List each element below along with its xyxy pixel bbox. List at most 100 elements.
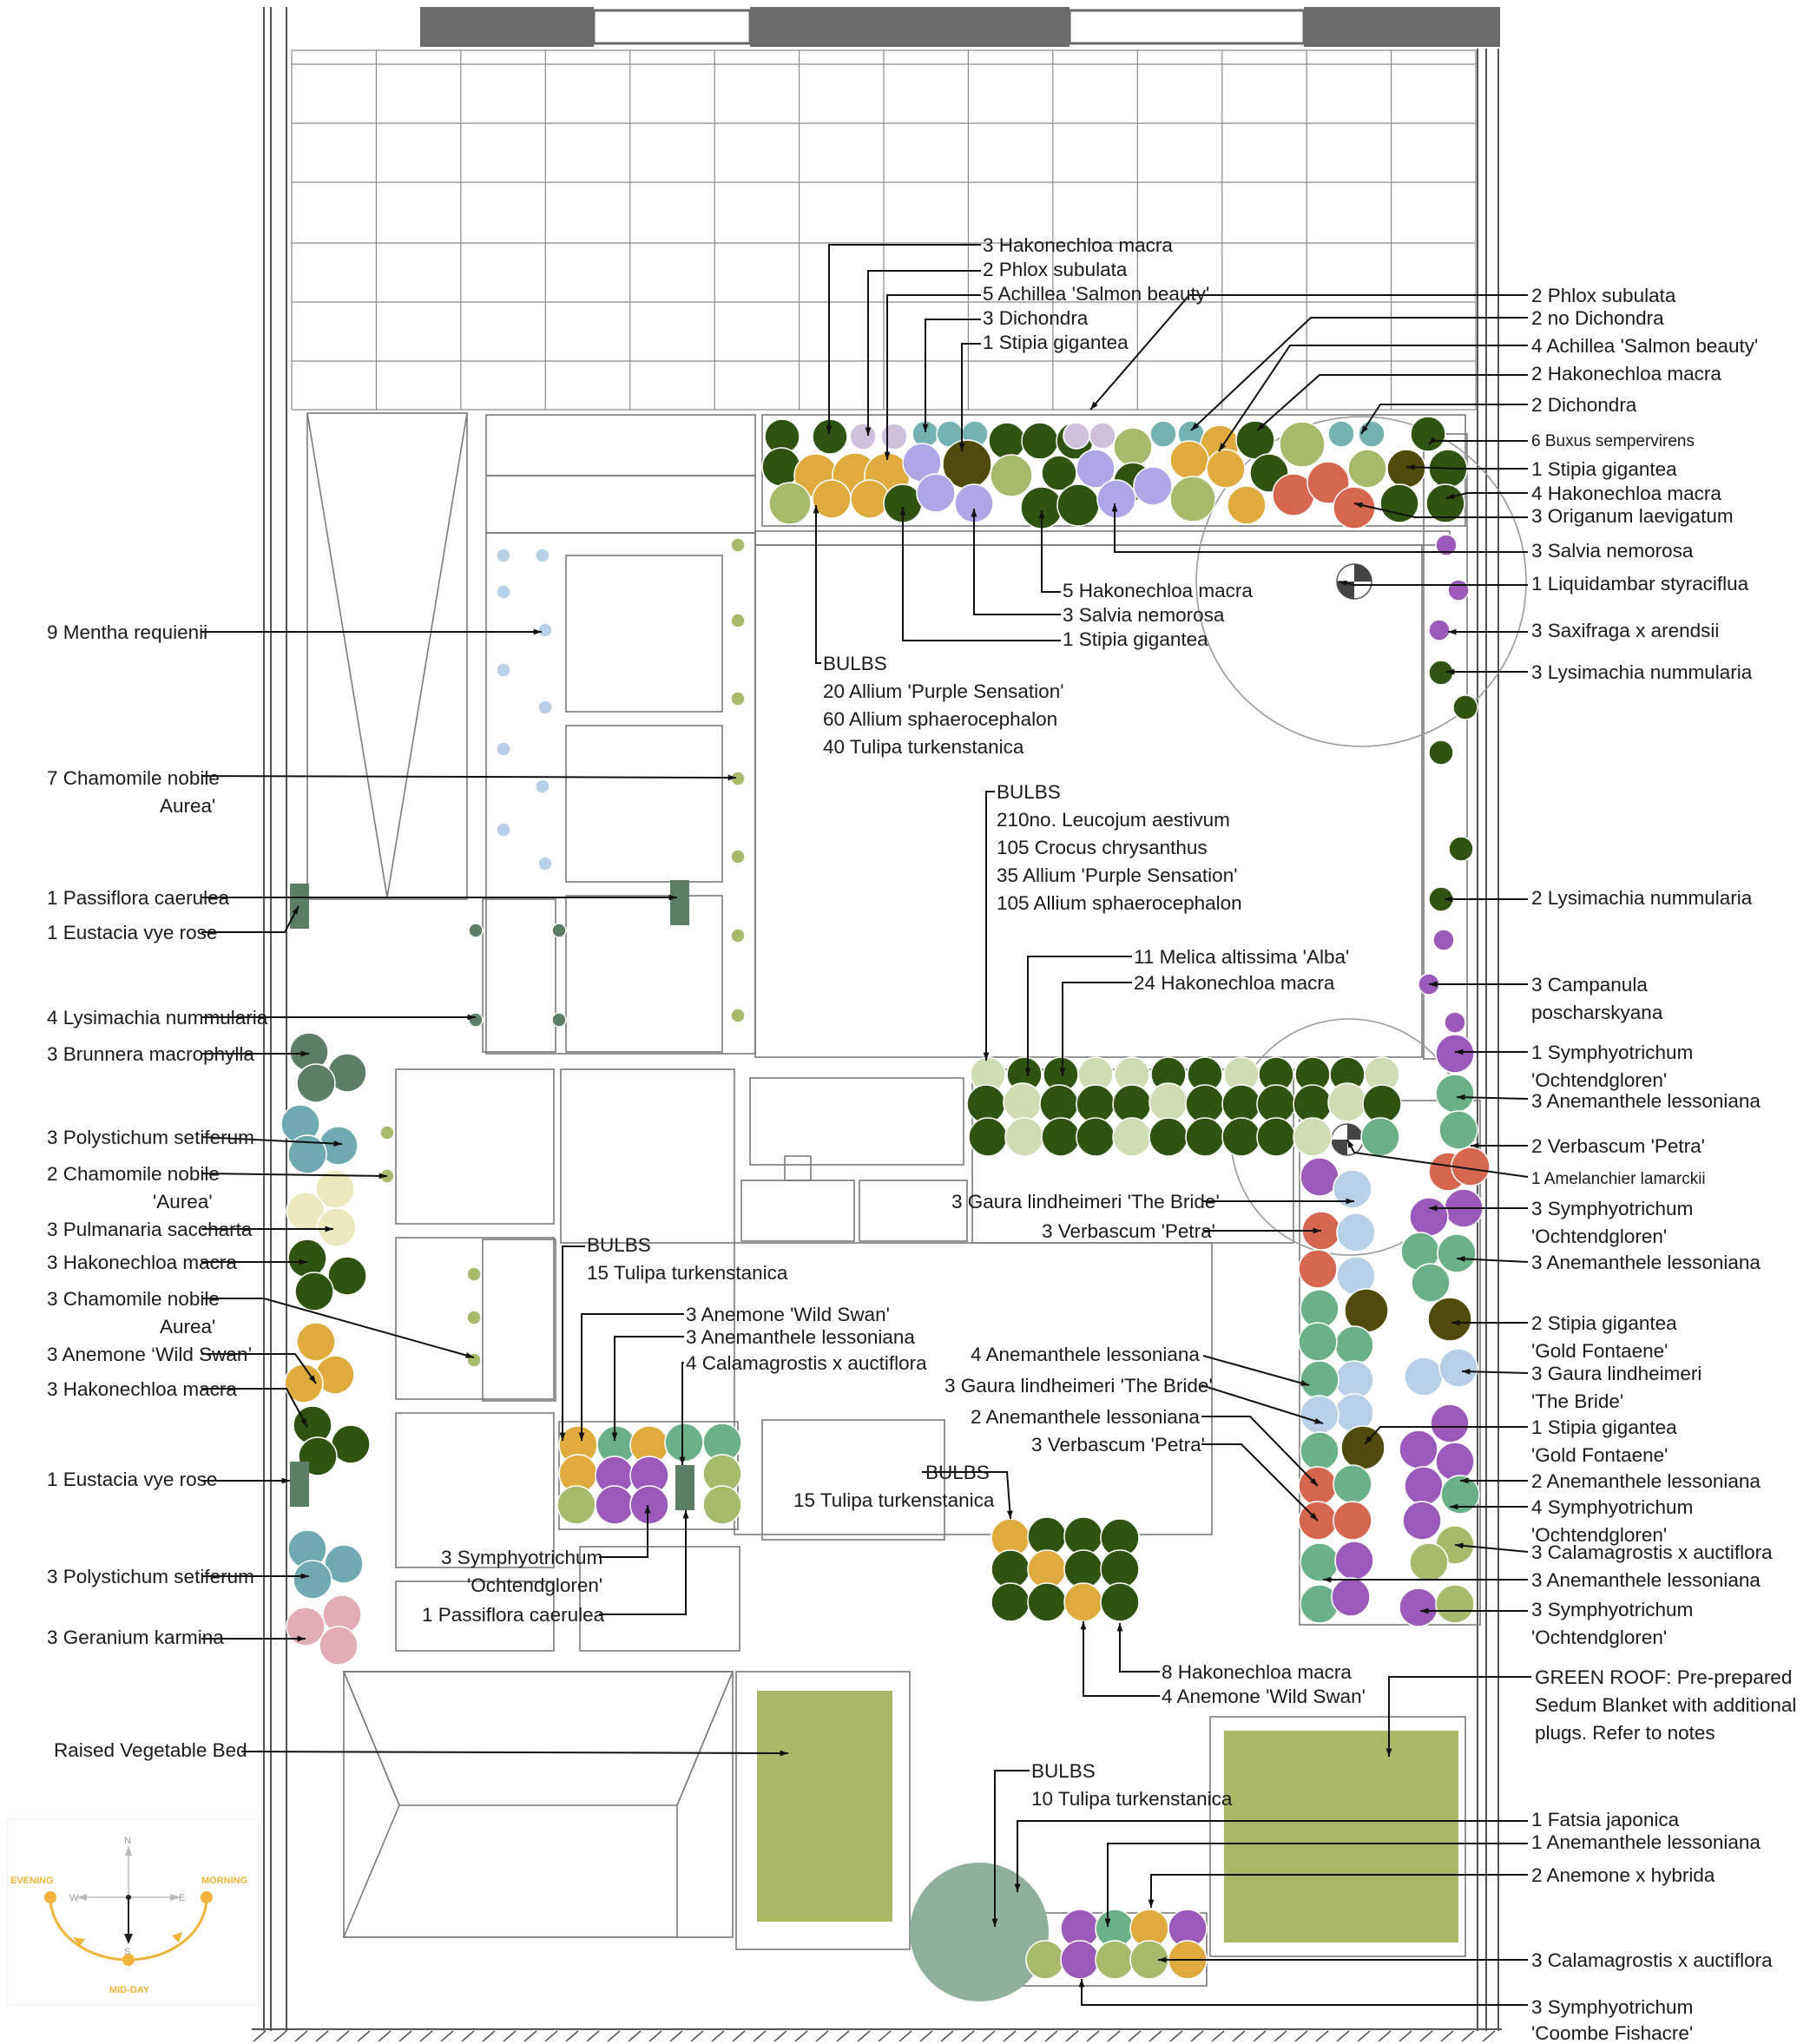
- plant-blue-grey: [324, 1544, 364, 1584]
- plant-terracotta: [1333, 486, 1376, 529]
- compass-south: S: [124, 1947, 130, 1957]
- hatch-stroke: [1149, 2030, 1162, 2042]
- label-achillea-4: 4 Achillea 'Salmon beauty': [1531, 335, 1758, 357]
- leader-arrowhead: [1460, 1477, 1469, 1484]
- plant-dark-green: [1021, 422, 1059, 460]
- leader-arrowhead: [780, 1750, 788, 1757]
- leader-line: [1107, 1843, 1528, 1927]
- leader-arrowhead: [333, 1140, 342, 1147]
- plant-dark-green: [1100, 1582, 1140, 1622]
- hatch-stroke: [482, 2030, 496, 2042]
- plant-light-blue: [496, 822, 511, 838]
- compass-west: W: [69, 1893, 79, 1903]
- label-gaura-3-right-a: 3 Gaura lindheimeri: [1531, 1363, 1701, 1384]
- leader-arrowhead: [644, 1505, 651, 1514]
- label-dichondra-2: 2 Dichondra: [1531, 394, 1637, 416]
- plant-dark-green: [287, 1239, 327, 1278]
- hatch-stroke: [1003, 2030, 1017, 2042]
- label-bulbs-1-head: BULBS: [823, 653, 887, 674]
- leader-arrowhead: [1111, 503, 1118, 512]
- plant-olive: [1344, 1288, 1389, 1333]
- label-melica-11: 11 Melica altissima 'Alba': [1134, 946, 1349, 968]
- label-lysimachia-4-left: 4 Lysimachia nummularia: [47, 1007, 268, 1029]
- plant-yellow-green: [379, 1125, 395, 1140]
- leader-line: [902, 507, 1061, 641]
- leader-arrowhead: [668, 894, 677, 901]
- label-calamagrostis-3-bottom: 3 Calamagrostis x auctiflora: [1531, 1949, 1773, 1971]
- leader-arrowhead: [1446, 493, 1455, 500]
- leader-line: [1114, 503, 1528, 553]
- plant-sage: [1333, 1464, 1372, 1504]
- plant-purple: [1402, 1501, 1442, 1541]
- label-passiflora-1-left: 1 Passiflora caerulea: [47, 887, 230, 909]
- label-symph-3-mid-b: 'Ochtendgloren': [467, 1574, 602, 1596]
- label-green-roof-b: Sedum Blanket with additional: [1535, 1694, 1796, 1716]
- plant-sage: [1437, 1233, 1477, 1273]
- leader-arrowhead: [578, 1432, 585, 1441]
- leader-arrowhead: [1339, 580, 1347, 587]
- leader-arrowhead: [1361, 425, 1368, 434]
- leader-line: [201, 905, 299, 933]
- plant-light-blue: [496, 741, 511, 757]
- label-symph-4-b: 'Ochtendgloren': [1531, 1524, 1667, 1546]
- plant-purple: [1435, 1442, 1475, 1482]
- leader-line: [1089, 294, 1528, 411]
- leader-line: [828, 244, 981, 434]
- plant-lilac: [1089, 422, 1116, 450]
- hatch-stroke: [836, 2030, 850, 2042]
- eustacia-climber-bottom: [290, 1462, 309, 1507]
- label-bulbs-2-a: 210no. Leucojum aestivum: [997, 809, 1230, 831]
- leader-arrowhead: [1309, 1477, 1318, 1486]
- label-gaura-3-mid: 3 Gaura lindheimeri 'The Bride': [944, 1375, 1213, 1397]
- label-anem-3-right-a: 3 Anemanthele lessoniana: [1531, 1090, 1761, 1112]
- plant-purple: [629, 1485, 669, 1525]
- label-bulbs-2-b: 105 Crocus chrysanthus: [997, 837, 1208, 858]
- label-chamomile-2-a: 2 Chamomile nobile: [47, 1163, 220, 1185]
- compass-evening: EVENING: [10, 1876, 54, 1886]
- plant-pink: [286, 1607, 326, 1646]
- compass-north: N: [124, 1836, 131, 1846]
- plant-yellow-green: [730, 1008, 746, 1023]
- label-calamagrostis-4: 4 Calamagrostis x auctiflora: [686, 1352, 927, 1374]
- plant-yellow-green: [768, 482, 812, 525]
- leader-line: [1201, 1416, 1319, 1487]
- plant-light-blue: [537, 700, 553, 715]
- label-chamomile-3-a: 3 Chamomile nobile: [47, 1288, 220, 1310]
- leader-line: [240, 1751, 789, 1754]
- label-lysimachia-2-right: 2 Lysimachia nummularia: [1531, 887, 1753, 909]
- leader-arrowhead: [559, 1432, 566, 1441]
- label-chamomile-2-b: 'Aurea': [153, 1191, 213, 1213]
- label-pulmanaria-3: 3 Pulmanaria saccharta: [47, 1219, 253, 1240]
- compass-east: E: [179, 1893, 185, 1903]
- leader-arrowhead: [1323, 1576, 1332, 1583]
- label-anem-3-mid: 3 Anemanthele lessoniana: [686, 1326, 915, 1348]
- label-bulbs-1-a: 20 Allium 'Purple Sensation': [823, 680, 1064, 702]
- label-campanula-3-b: poscharskyana: [1531, 1002, 1663, 1023]
- leader-line: [1201, 1443, 1319, 1521]
- hatch-stroke: [732, 2030, 746, 2042]
- plant-teal: [1149, 420, 1177, 448]
- label-symph-3-right2-b: 'Ochtendgloren': [1531, 1627, 1667, 1648]
- label-passiflora-1-mid: 1 Passiflora caerulea: [422, 1604, 605, 1626]
- leader-arrowhead: [1420, 1607, 1429, 1614]
- plant-yellow-green: [1095, 1940, 1135, 1980]
- hatch-stroke: [690, 2030, 704, 2042]
- leader-arrowhead: [991, 1918, 998, 1927]
- label-phlox-2-top: 2 Phlox subulata: [983, 259, 1128, 280]
- hatch-stroke: [378, 2030, 392, 2042]
- hatch-stroke: [1169, 2030, 1183, 2042]
- label-stipia-2-b: 'Gold Fontaene': [1531, 1340, 1668, 1362]
- hatch-stroke: [565, 2030, 579, 2042]
- plant-light-blue: [1404, 1357, 1444, 1397]
- paving-grid: [291, 49, 1477, 411]
- hatch-stroke: [253, 2030, 267, 2042]
- leader-arrowhead: [611, 1432, 618, 1441]
- plant-pale-green: [1003, 1082, 1043, 1122]
- plant-mustard: [284, 1364, 324, 1403]
- plant-purple: [1334, 1541, 1374, 1581]
- green-roof: [1224, 1731, 1458, 1942]
- leader-line: [1454, 1544, 1529, 1553]
- hatch-stroke: [815, 2030, 829, 2042]
- boundary-walls: [252, 7, 1502, 2031]
- plant-light-blue: [496, 584, 511, 600]
